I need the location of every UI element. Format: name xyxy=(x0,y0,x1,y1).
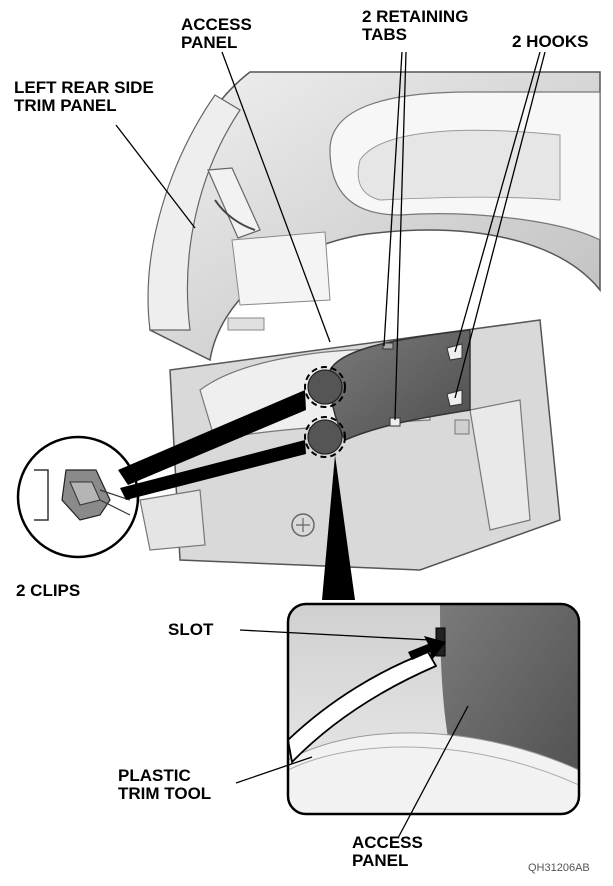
plastic-trim-tool-label: PLASTIC TRIM TOOL xyxy=(118,766,212,803)
access-panel-label-bottom: ACCESS PANEL xyxy=(352,833,423,870)
slot-label: SLOT xyxy=(168,620,214,639)
hooks-label: 2 HOOKS xyxy=(512,32,589,51)
clips-label: 2 CLIPS xyxy=(16,581,81,600)
slot-detail-inset xyxy=(286,602,581,816)
inset-pointer xyxy=(322,455,355,600)
retaining-tabs-label: 2 RETAINING TABS xyxy=(362,7,469,44)
leader-lines xyxy=(115,51,546,839)
side-trim-panel-label: LEFT REAR SIDE TRIM PANEL xyxy=(14,78,154,115)
figure-code: QH31206AB xyxy=(528,862,590,874)
access-panel-cover xyxy=(304,329,471,458)
access-panel-label-top: ACCESS PANEL xyxy=(181,15,252,52)
trim-panel-body xyxy=(139,71,601,571)
clip-detail-magnifier xyxy=(16,390,306,559)
